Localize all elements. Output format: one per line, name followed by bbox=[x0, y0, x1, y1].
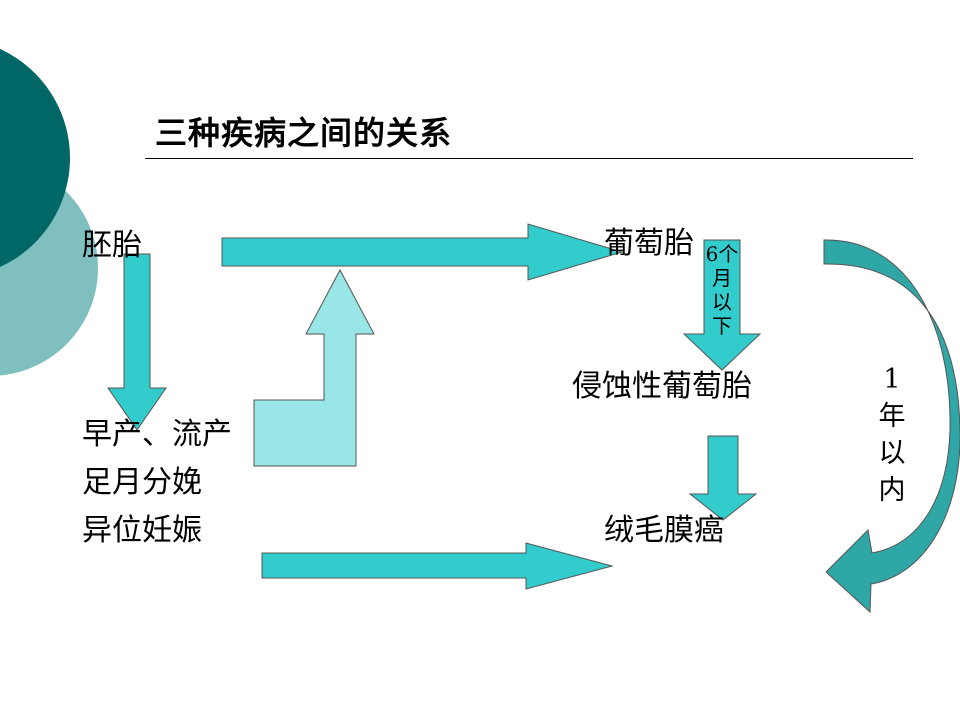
label-six-months-line: 月 bbox=[712, 266, 732, 290]
label-one-year-line: 内 bbox=[878, 475, 906, 506]
label-six-months-line: 以 bbox=[712, 290, 732, 314]
label-one-year-line: 以 bbox=[878, 438, 906, 469]
node-outcome-ectopic: 异位妊娠 bbox=[82, 513, 202, 548]
title-divider bbox=[145, 158, 913, 159]
arrow-embryo-to-outcomes bbox=[107, 253, 167, 431]
label-six-months-line: 下 bbox=[712, 314, 732, 338]
node-outcome-preterm: 早产、流产 bbox=[82, 417, 232, 452]
arrow-outcomes-to-choriocarcinoma bbox=[261, 542, 614, 590]
node-invasive-mole: 侵蚀性葡萄胎 bbox=[572, 369, 752, 404]
arrow-invasive-to-choriocarcinoma bbox=[688, 435, 758, 521]
node-outcome-term: 足月分娩 bbox=[82, 465, 202, 500]
arrow-mole-to-choriocarcinoma-curve bbox=[823, 239, 960, 614]
label-six-months-line: 6个 bbox=[705, 242, 739, 266]
label-six-months: 6个 月 以 下 bbox=[700, 244, 744, 336]
node-mole: 葡萄胎 bbox=[604, 226, 694, 261]
label-one-year-line: 年 bbox=[878, 401, 906, 432]
label-one-year: 1 年 以 内 bbox=[872, 366, 912, 504]
node-choriocarcinoma: 绒毛膜癌 bbox=[604, 513, 724, 548]
slide-title: 三种疾病之间的关系 bbox=[155, 114, 453, 152]
arrow-embryo-to-mole bbox=[221, 223, 624, 281]
arrow-mole-to-invasive bbox=[682, 239, 762, 371]
decor-circle-dark bbox=[0, 48, 70, 268]
arrow-outcomes-up-bent bbox=[253, 268, 375, 467]
node-embryo: 胚胎 bbox=[82, 228, 142, 263]
label-one-year-line: 1 bbox=[883, 364, 901, 395]
